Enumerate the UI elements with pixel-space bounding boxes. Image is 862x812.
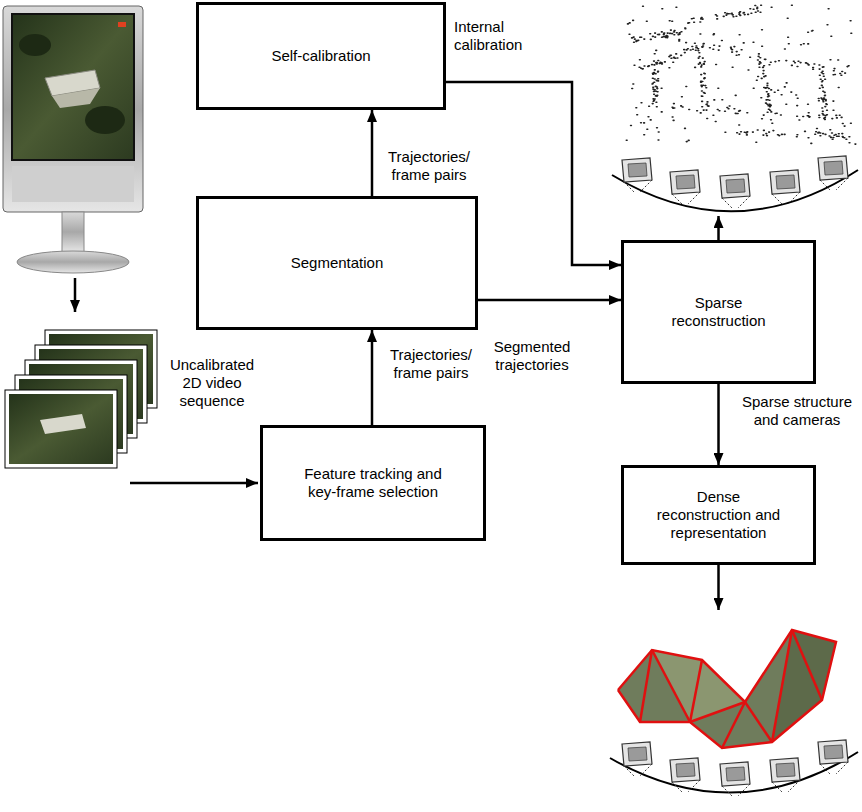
process-box: Sparse reconstruction bbox=[621, 240, 816, 384]
frame-image bbox=[9, 394, 113, 464]
tv-bezel bbox=[3, 6, 143, 212]
arrow bbox=[717, 216, 720, 240]
wire bbox=[772, 630, 792, 742]
wire bbox=[722, 702, 745, 748]
edge-label: Trajectories/ frame pairs bbox=[384, 148, 474, 184]
camera bbox=[670, 758, 700, 792]
camera bbox=[770, 170, 800, 204]
box-text: Feature tracking and key-frame selection bbox=[298, 465, 448, 501]
edge-label: Internal calibration bbox=[454, 18, 534, 54]
camera bbox=[818, 156, 848, 190]
wire bbox=[745, 702, 772, 742]
screen-mark bbox=[118, 22, 126, 27]
wire bbox=[652, 650, 690, 722]
arrow bbox=[74, 278, 77, 312]
box-text: Self-calibration bbox=[271, 47, 370, 65]
camera bbox=[770, 758, 800, 792]
tv-base bbox=[17, 251, 129, 273]
arrow bbox=[130, 482, 258, 485]
video-frames bbox=[5, 330, 157, 468]
tree-patch bbox=[19, 34, 51, 56]
arrow bbox=[717, 565, 720, 610]
connector-arrow bbox=[371, 110, 374, 196]
wire bbox=[792, 630, 822, 700]
flow-label: Uncalibrated 2D video sequence bbox=[163, 356, 261, 410]
process-box: Dense reconstruction and representation bbox=[621, 465, 816, 565]
camera bbox=[818, 740, 848, 774]
tv-speaker bbox=[12, 166, 134, 202]
wire bbox=[640, 650, 652, 722]
camera bbox=[720, 762, 750, 796]
camera bbox=[622, 742, 652, 776]
frame bbox=[5, 390, 117, 468]
process-box: Segmentation bbox=[196, 196, 478, 330]
camera bbox=[720, 174, 750, 208]
camera bbox=[622, 158, 652, 192]
dense-model bbox=[618, 630, 836, 748]
box-text: Dense reconstruction and representation bbox=[654, 488, 784, 542]
point-cloud bbox=[626, 5, 856, 144]
edge-label: Segmented trajectories bbox=[482, 338, 582, 374]
box-text: Segmentation bbox=[291, 254, 384, 272]
building bbox=[52, 88, 100, 108]
process-box: Feature tracking and key-frame selection bbox=[260, 425, 486, 541]
edge-label: Sparse structure and cameras bbox=[736, 393, 858, 429]
connector-arrow bbox=[478, 299, 621, 302]
camera bbox=[670, 170, 700, 204]
connector-arrow bbox=[371, 330, 374, 425]
tv-neck bbox=[62, 212, 84, 252]
building bbox=[40, 414, 86, 434]
connector-arrow bbox=[717, 384, 720, 465]
tv-screen bbox=[12, 14, 134, 160]
model-face bbox=[652, 650, 745, 722]
wire bbox=[618, 630, 836, 748]
wire bbox=[690, 660, 702, 722]
wireframe bbox=[618, 630, 836, 748]
tree-patch bbox=[85, 106, 125, 134]
process-box: Self-calibration bbox=[196, 2, 446, 110]
edge-label: Trajectories/ frame pairs bbox=[386, 346, 476, 382]
box-text: Sparse reconstruction bbox=[654, 294, 784, 330]
